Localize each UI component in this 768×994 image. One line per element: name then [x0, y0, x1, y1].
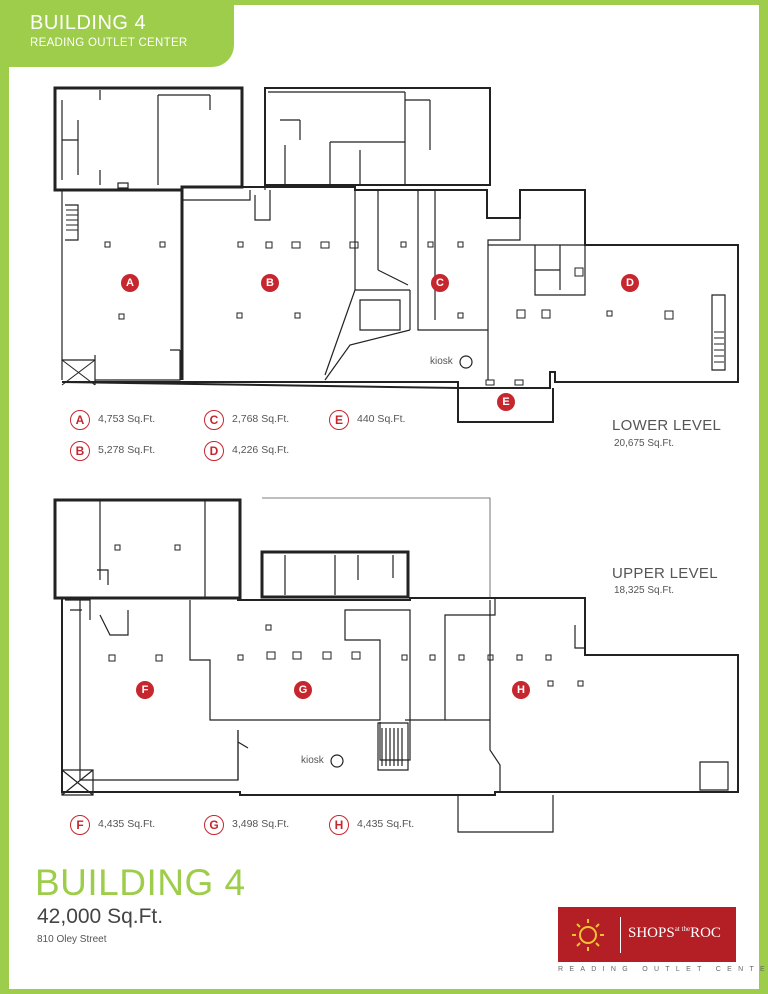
logo-main: SHOPS — [628, 925, 675, 941]
unit-g-badge[interactable]: G — [294, 681, 312, 699]
upper-level-title: UPPER LEVEL — [612, 565, 718, 582]
legend-area-c: 2,768 Sq.Ft. — [232, 413, 290, 425]
legend-area-a: 4,753 Sq.Ft. — [98, 413, 156, 425]
header-subtitle: READING OUTLET CENTER — [30, 37, 188, 49]
header-title: BUILDING 4 — [30, 12, 147, 34]
footer-address: 810 Oley Street — [37, 934, 107, 945]
frame-top — [0, 0, 768, 5]
lower-level-title: LOWER LEVEL — [612, 417, 722, 434]
unit-b-badge[interactable]: B — [261, 274, 279, 292]
unit-d-badge[interactable]: D — [621, 274, 639, 292]
legend-badge-d: D — [204, 441, 224, 461]
legend-badge-c: C — [204, 410, 224, 430]
legend-area-d: 4,226 Sq.Ft. — [232, 444, 290, 456]
legend-area-h: 4,435 Sq.Ft. — [357, 818, 415, 830]
legend-badge-h: H — [329, 815, 349, 835]
logo-end: ROC — [690, 925, 721, 941]
sun-icon — [572, 919, 604, 951]
logo-small: at the — [674, 925, 691, 933]
logo-tagline: READING OUTLET CENTER — [558, 966, 768, 973]
legend-area-f: 4,435 Sq.Ft. — [98, 818, 156, 830]
lower-kiosk-label: kiosk — [430, 356, 453, 367]
legend-badge-g: G — [204, 815, 224, 835]
upper-kiosk-label: kiosk — [301, 755, 324, 766]
header-tab — [9, 5, 234, 67]
upper-level-plan — [53, 497, 739, 833]
legend-badge-a: A — [70, 410, 90, 430]
logo-wordmark: SHOPSat theROC — [628, 925, 721, 942]
unit-a-badge[interactable]: A — [121, 274, 139, 292]
unit-f-badge[interactable]: F — [136, 681, 154, 699]
frame-bottom — [0, 989, 768, 994]
footer-total-area: 42,000 Sq.Ft. — [37, 905, 164, 928]
legend-area-e: 440 Sq.Ft. — [357, 413, 406, 425]
legend-area-b: 5,278 Sq.Ft. — [98, 444, 156, 456]
upper-level-area: 18,325 Sq.Ft. — [614, 585, 675, 596]
frame-left — [0, 0, 9, 994]
legend-area-g: 3,498 Sq.Ft. — [232, 818, 290, 830]
lower-level-plan — [53, 86, 739, 423]
legend-badge-e: E — [329, 410, 349, 430]
logo-separator — [620, 917, 621, 953]
unit-c-badge[interactable]: C — [431, 274, 449, 292]
unit-h-badge[interactable]: H — [512, 681, 530, 699]
legend-badge-b: B — [70, 441, 90, 461]
frame-right — [759, 0, 768, 994]
unit-e-badge[interactable]: E — [497, 393, 515, 411]
lower-level-area: 20,675 Sq.Ft. — [614, 438, 675, 449]
legend-badge-f: F — [70, 815, 90, 835]
shops-at-the-roc-logo: SHOPSat theROC — [558, 907, 736, 962]
footer-title: BUILDING 4 — [35, 862, 246, 903]
